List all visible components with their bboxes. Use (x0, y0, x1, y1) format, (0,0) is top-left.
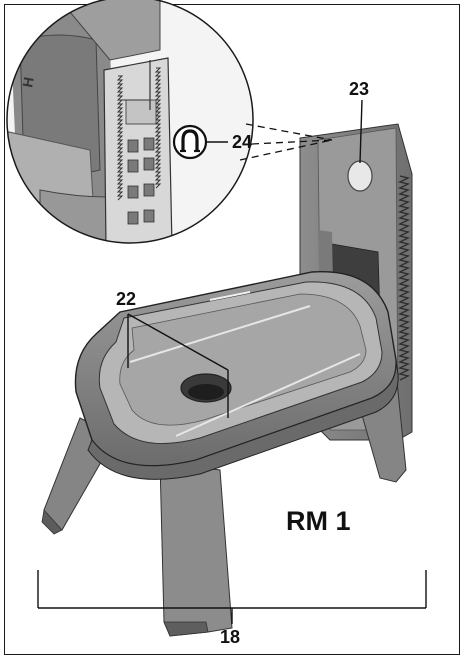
magnet-icon (172, 124, 208, 160)
callout-22: 22 (116, 289, 137, 309)
svg-text:H: H (19, 76, 37, 89)
callout-23: 23 (349, 79, 370, 99)
callout-24: 24 (232, 132, 253, 152)
dimension-bracket (37, 570, 427, 624)
base-tray (74, 270, 399, 480)
model-label: RM 1 (286, 506, 351, 536)
detail-projection-lines (239, 123, 333, 161)
leader-lines (127, 99, 363, 418)
callout-18: 18 (220, 627, 241, 647)
detail-magnifier: H (6, 0, 254, 244)
screw-hole (347, 160, 373, 192)
base-legs (41, 371, 407, 637)
